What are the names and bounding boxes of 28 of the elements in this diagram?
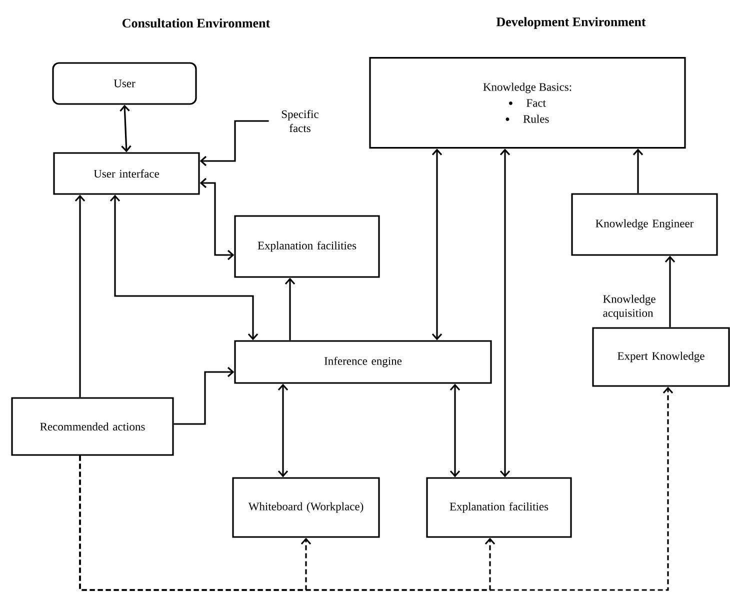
process-box: Whiteboard (Workplace) [232,477,380,538]
section-heading: Consultation Environment [122,18,270,28]
section-heading: Development Environment [496,17,646,29]
dashed-arrow [79,386,674,591]
arrow [200,120,269,166]
process-box: Explanation facilities [426,477,572,538]
arrow [110,194,258,340]
note-text: Specific facts [282,110,318,132]
arrow [278,384,288,478]
arrow [632,148,644,194]
edge-label: Knowledge acquisition [603,294,656,320]
arrow [120,104,132,152]
arrow [200,178,234,260]
rounded-box: User [52,62,197,105]
arrow [284,278,296,340]
process-box: Expert Knowledge [592,327,730,387]
arrow [74,194,86,398]
arrow [664,256,676,328]
process-box: Knowledge Engineer [571,193,718,256]
process-box: Recommended actions [11,397,174,456]
arrow [174,366,234,425]
arrow [432,148,442,340]
list-box: Knowledge Basics: Fact Rules [369,57,686,149]
process-box: Inference engine [234,340,492,384]
arrow [500,148,510,478]
arrow [450,384,460,478]
process-box: Explanation facilities [234,215,380,278]
process-box: User interface [53,152,200,195]
